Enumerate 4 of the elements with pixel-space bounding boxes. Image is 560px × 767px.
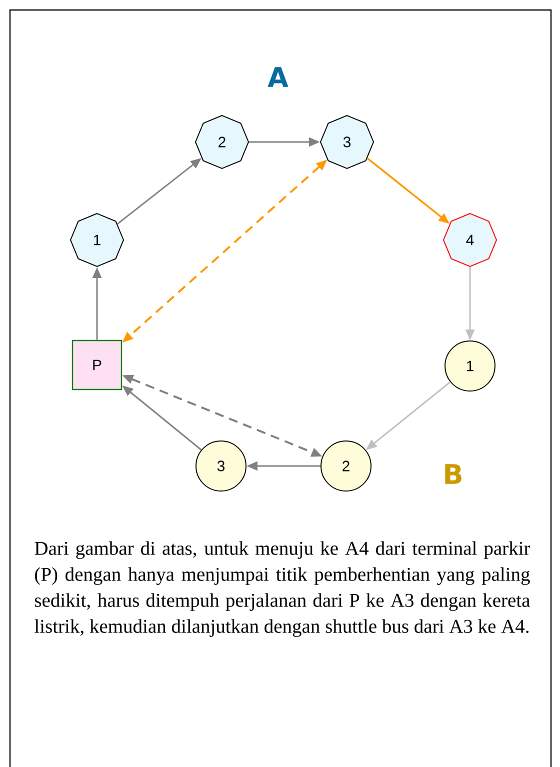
- caption-text: Dari gambar di atas, untuk menuju ke A4 dari terminal parkir (P) dengan hanya menjumpai titik pemberhentian yang paling sedikit, harus ditempuh perjalanan dari P ke A3 dengan kereta listrik, kemudian dilanjutkan dengan shuttle bus dari A3 ke A4.: [34, 541, 530, 637]
- terminal-square: P: [72, 340, 122, 390]
- group-label: B: [445, 464, 462, 484]
- group-label: A: [268, 67, 288, 87]
